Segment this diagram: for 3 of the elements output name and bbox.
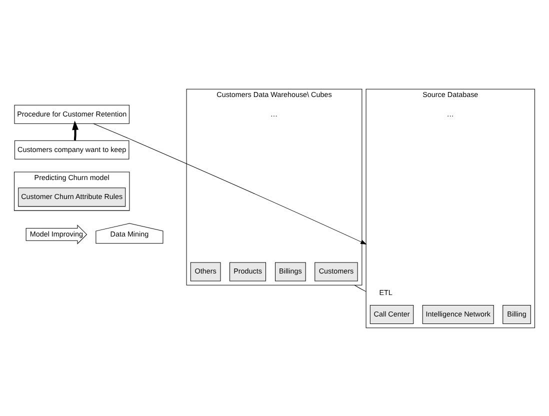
arrow (72, 120, 79, 140)
arrow (93, 122, 367, 244)
connector (354, 284, 366, 292)
